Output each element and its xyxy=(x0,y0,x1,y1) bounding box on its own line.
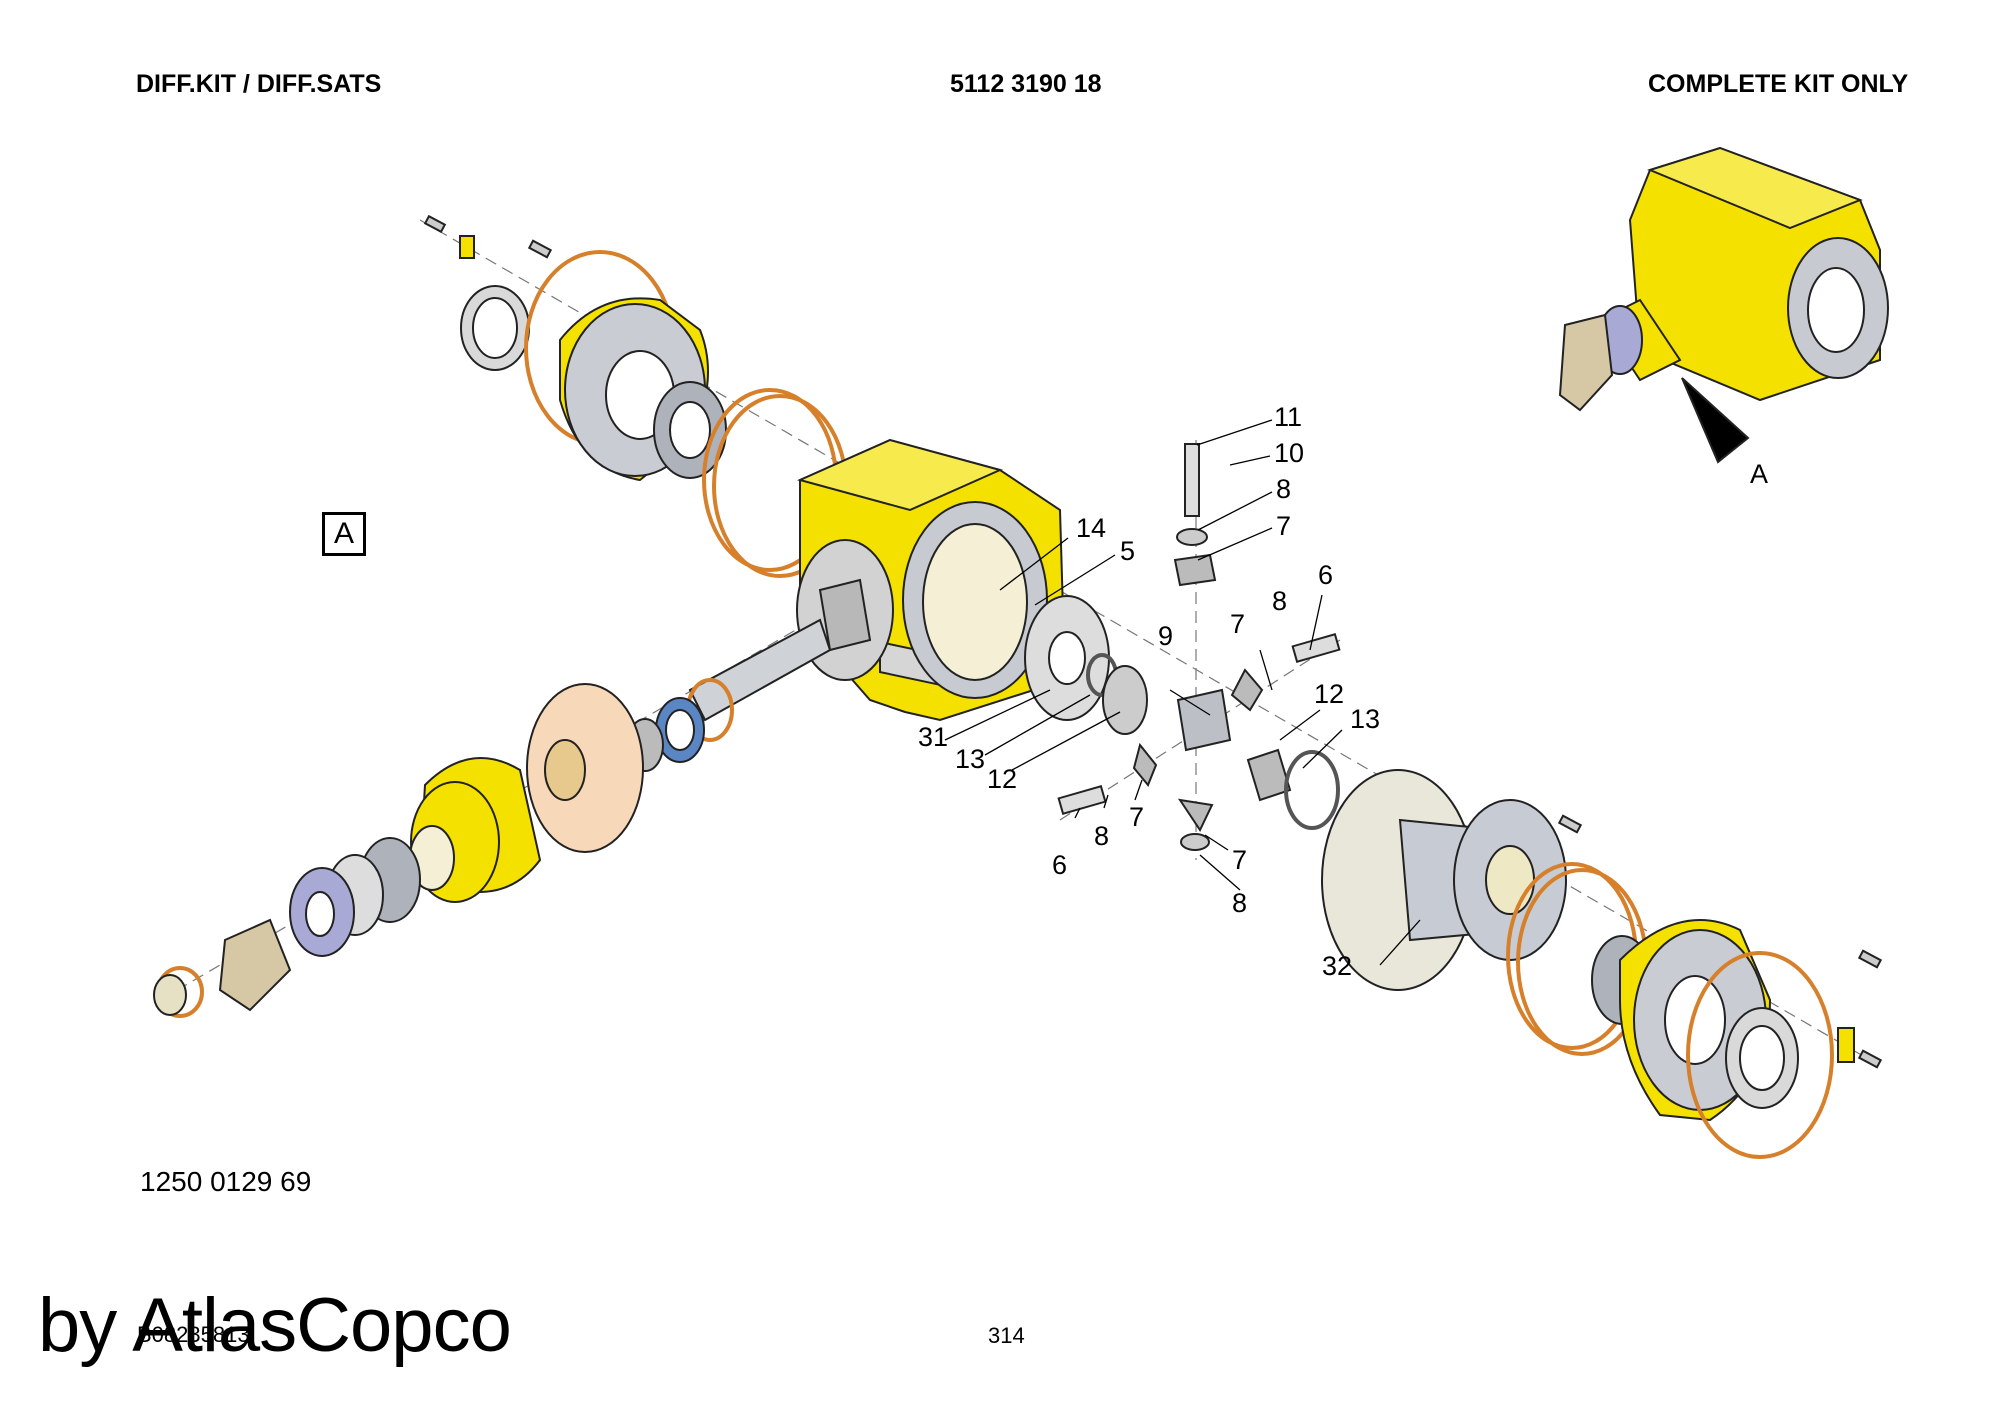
callout-7-mid: 7 xyxy=(1230,609,1245,639)
kit-title: DIFF.KIT / DIFF.SATS xyxy=(136,70,382,98)
part-callouts: 11 10 8 7 14 5 6 8 7 9 12 13 31 13 12 7 … xyxy=(918,402,1768,981)
drawing-number: 1250 0129 69 xyxy=(140,1166,312,1197)
callout-10: 10 xyxy=(1274,438,1304,468)
callout-32: 32 xyxy=(1322,951,1352,981)
callout-12-left: 12 xyxy=(987,764,1017,794)
callout-7-low: 7 xyxy=(1129,802,1144,832)
callout-leader-lines xyxy=(944,419,1421,966)
callout-8-bottom: 8 xyxy=(1232,888,1247,918)
part-number: 5112 3190 18 xyxy=(950,70,1102,98)
callout-12-right: 12 xyxy=(1314,679,1344,709)
page-number: 314 xyxy=(988,1323,1025,1348)
callout-14: 14 xyxy=(1076,513,1106,543)
callout-8-top: 8 xyxy=(1276,474,1291,504)
inset-assembled-axle xyxy=(1558,146,1889,464)
callout-8-mid: 8 xyxy=(1272,586,1287,616)
document-code: B08235813 xyxy=(137,1322,250,1347)
pinion-flange-group xyxy=(153,683,644,1018)
lower-bearing-cap-group xyxy=(1506,814,1883,1159)
callout-8-low: 8 xyxy=(1094,821,1109,851)
differential-gears xyxy=(1024,443,1341,851)
view-indicator-box: A xyxy=(322,512,366,556)
callout-5: 5 xyxy=(1120,536,1135,566)
kit-note: COMPLETE KIT ONLY xyxy=(1648,70,1909,98)
callout-11: 11 xyxy=(1274,402,1302,432)
differential-case xyxy=(1321,769,1567,991)
callout-13-right: 13 xyxy=(1350,704,1380,734)
callout-13-left: 13 xyxy=(955,744,985,774)
callout-6-left: 6 xyxy=(1052,850,1067,880)
axle-housing xyxy=(796,438,1067,722)
callout-7-bottom: 7 xyxy=(1232,845,1247,875)
inset-arrow-label: A xyxy=(1750,459,1768,489)
upper-bearing-cap-group xyxy=(423,214,848,578)
pinion-shaft xyxy=(626,618,832,772)
callout-7-top: 7 xyxy=(1276,511,1291,541)
callout-6-right: 6 xyxy=(1318,560,1333,590)
inset-pointer-arrow xyxy=(1681,377,1750,464)
watermark-text: by AtlasCopco xyxy=(38,1283,512,1368)
callout-9: 9 xyxy=(1158,621,1173,651)
callout-31: 31 xyxy=(918,722,948,752)
